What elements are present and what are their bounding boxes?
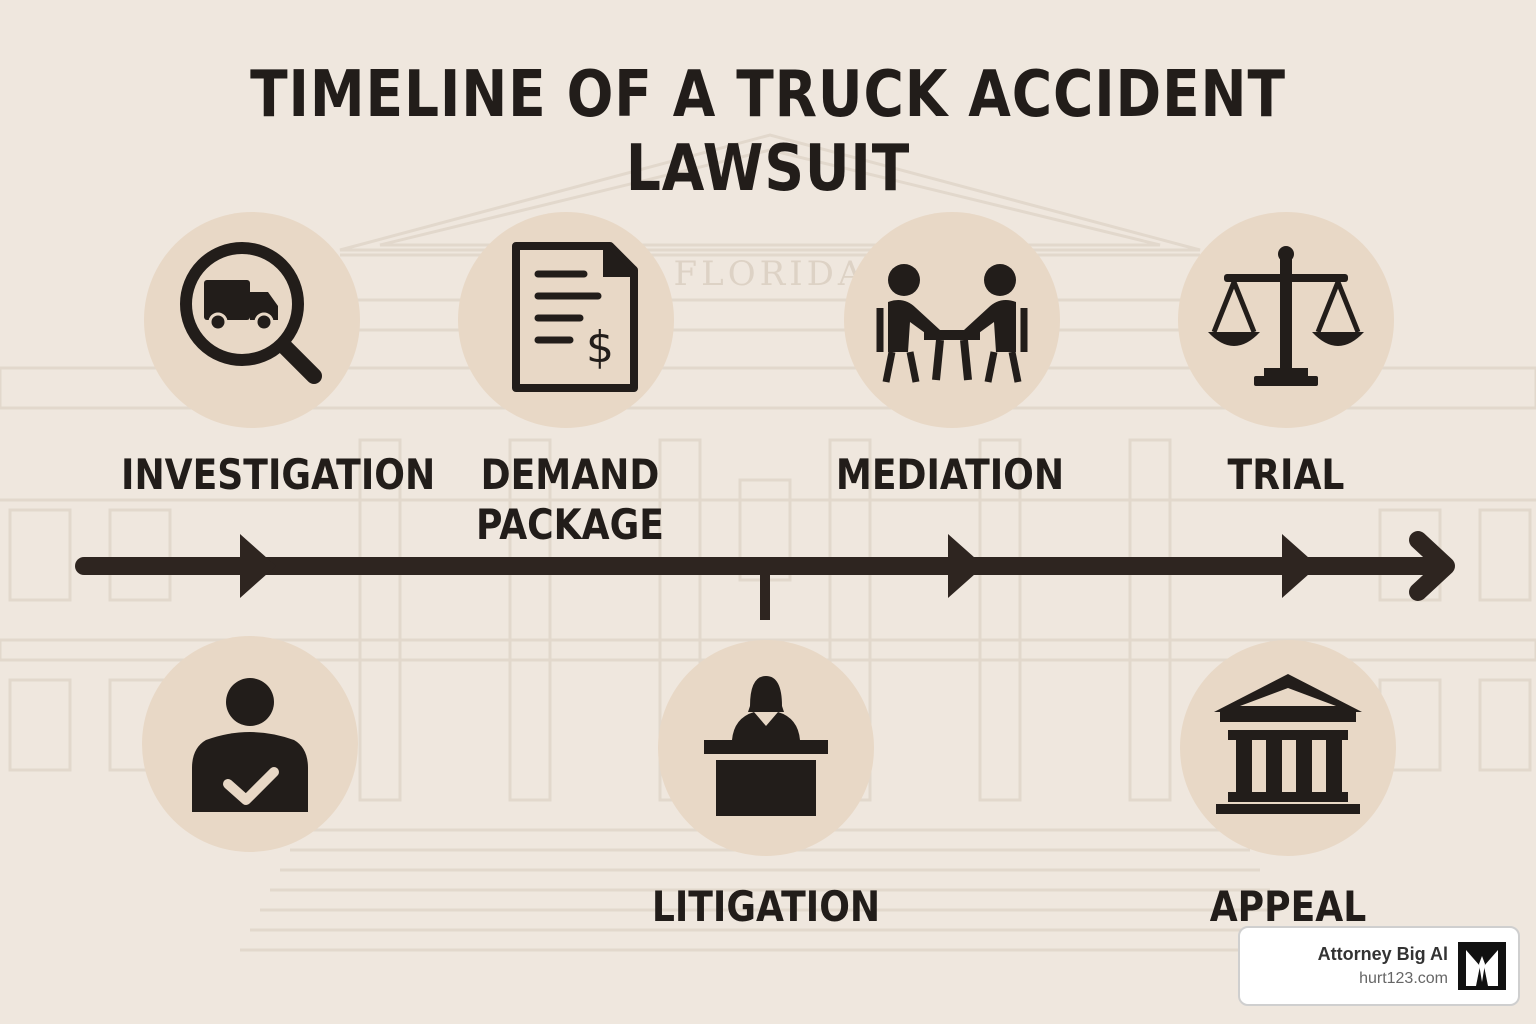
person-at-podium-icon: [704, 676, 828, 816]
invoice-document-icon: $: [512, 242, 638, 392]
demand-package-label: DEMAND PACKAGE: [441, 450, 699, 550]
client-intake-circle: [142, 636, 358, 852]
demand-package-label-line2: PACKAGE: [476, 500, 664, 549]
svg-text:$: $: [586, 322, 614, 373]
appeal-circle: [1180, 640, 1396, 856]
building-inscription: FLORIDA: [674, 254, 867, 294]
litigation-circle: [658, 640, 874, 856]
demand-package-circle: $: [458, 212, 674, 428]
trial-circle: [1178, 212, 1394, 428]
trial-label: TRIAL: [1227, 450, 1345, 499]
appeal-label: APPEAL: [1209, 882, 1367, 931]
mediation-label: MEDIATION: [835, 450, 1065, 499]
demand-package-label-line1: DEMAND: [480, 450, 660, 499]
courthouse-icon: [1214, 674, 1362, 814]
truck-magnifier-icon: [180, 242, 322, 384]
scales-of-justice-icon: [1208, 246, 1364, 386]
badge-url[interactable]: hurt123.com: [1359, 970, 1448, 987]
litigation-label: LITIGATION: [651, 882, 881, 931]
investigation-circle: [144, 212, 360, 428]
suit-tie-logo-icon: [1458, 942, 1506, 990]
badge-name: Attorney Big Al: [1317, 944, 1448, 964]
attorney-badge[interactable]: Attorney Big Al hurt123.com: [1238, 926, 1520, 1006]
mediation-circle: [844, 212, 1060, 428]
investigation-label: INVESTIGATION: [121, 450, 436, 499]
person-checkmark-icon: [192, 678, 308, 812]
page-title: TIMELINE OF A TRUCK ACCIDENT LAWSUIT: [250, 58, 1286, 206]
two-people-table-icon: [876, 264, 1028, 383]
